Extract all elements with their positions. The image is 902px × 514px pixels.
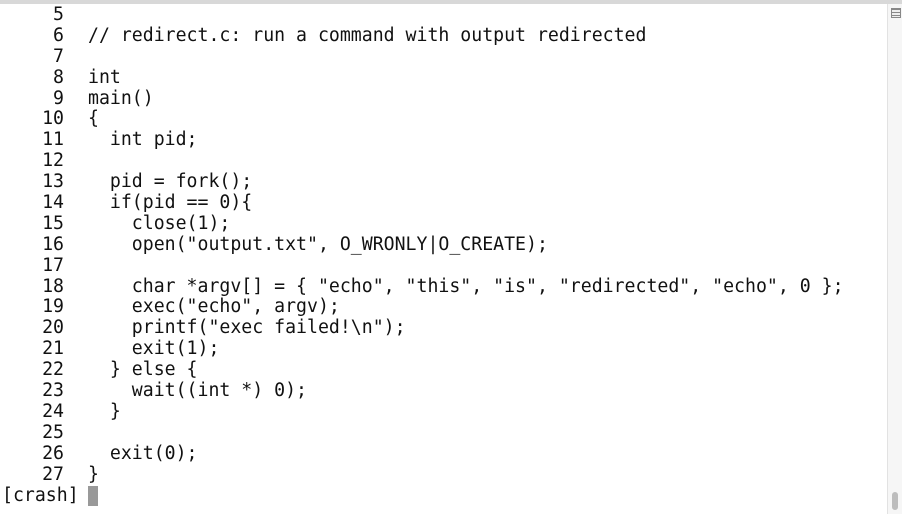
shell-prompt-line[interactable]: [crash] bbox=[0, 485, 888, 507]
line-code: } bbox=[88, 463, 99, 485]
line-code: char *argv[] = { "echo", "this", "is", "… bbox=[88, 275, 844, 297]
line-number: 14 bbox=[42, 192, 64, 214]
code-line: 15 close(1); bbox=[0, 212, 888, 235]
code-line: 25 bbox=[0, 421, 888, 444]
code-line: 18 char *argv[] = { "echo", "this", "is"… bbox=[0, 275, 888, 298]
scrollbar-thumb[interactable] bbox=[892, 492, 898, 510]
line-number: 10 bbox=[42, 108, 64, 130]
line-number: 21 bbox=[42, 338, 64, 360]
line-code: pid = fork(); bbox=[88, 171, 253, 193]
line-number: 11 bbox=[42, 129, 64, 151]
line-number: 9 bbox=[53, 87, 64, 109]
line-code: { bbox=[88, 108, 99, 130]
scrollbar-menu-icon[interactable] bbox=[891, 8, 901, 18]
code-line: 16 open("output.txt", O_WRONLY|O_CREATE)… bbox=[0, 233, 888, 256]
line-code: open("output.txt", O_WRONLY|O_CREATE); bbox=[88, 233, 548, 255]
line-number: 12 bbox=[42, 150, 64, 172]
line-code: // redirect.c: run a command with output… bbox=[88, 24, 647, 46]
code-line: 13 pid = fork(); bbox=[0, 171, 888, 193]
line-number: 15 bbox=[42, 212, 64, 234]
scrollbar[interactable] bbox=[887, 4, 902, 514]
line-number: 13 bbox=[42, 171, 64, 193]
code-line: 24 } bbox=[0, 400, 888, 423]
code-line: 17 bbox=[0, 254, 888, 277]
code-line: 5 bbox=[0, 4, 888, 26]
line-code: exec("echo", argv); bbox=[88, 296, 340, 318]
line-code: exit(0); bbox=[88, 442, 198, 464]
line-code: printf("exec failed!\n"); bbox=[88, 317, 406, 339]
line-number: 16 bbox=[42, 233, 64, 255]
code-line: 8 int bbox=[0, 66, 888, 89]
line-code: if(pid == 0){ bbox=[88, 192, 253, 214]
line-number: 27 bbox=[42, 463, 64, 485]
code-line: 9 main() bbox=[0, 87, 888, 110]
line-code: main() bbox=[88, 87, 154, 109]
code-line: 7 bbox=[0, 45, 888, 68]
line-number: 20 bbox=[42, 317, 64, 339]
code-line: 22 } else { bbox=[0, 359, 888, 381]
line-number: 18 bbox=[42, 275, 64, 297]
line-code: close(1); bbox=[88, 212, 231, 234]
code-line: 26 exit(0); bbox=[0, 442, 888, 465]
line-code: wait((int *) 0); bbox=[88, 380, 307, 402]
line-code: exit(1); bbox=[88, 338, 220, 360]
code-line: 20 printf("exec failed!\n"); bbox=[0, 317, 888, 339]
code-line: 6 // redirect.c: run a command with outpu… bbox=[0, 24, 888, 47]
line-number: 24 bbox=[42, 400, 64, 422]
line-code: int bbox=[88, 66, 121, 88]
line-number: 23 bbox=[42, 380, 64, 402]
line-number: 5 bbox=[53, 4, 64, 25]
line-number: 25 bbox=[42, 421, 64, 443]
line-code: } else { bbox=[88, 359, 198, 381]
code-line: 23 wait((int *) 0); bbox=[0, 380, 888, 402]
line-number: 8 bbox=[53, 66, 64, 88]
line-number: 26 bbox=[42, 442, 64, 464]
line-code: } bbox=[88, 400, 121, 422]
line-number: 17 bbox=[42, 254, 64, 276]
code-line: 27} bbox=[0, 463, 888, 486]
code-line: 21 exit(1); bbox=[0, 338, 888, 360]
code-line: 11 int pid; bbox=[0, 129, 888, 151]
text-cursor bbox=[88, 486, 98, 507]
window-top-border bbox=[0, 0, 902, 4]
line-number: 19 bbox=[42, 296, 64, 318]
code-line: 10 { bbox=[0, 109, 888, 130]
code-line: 19 exec("echo", argv); bbox=[0, 297, 888, 318]
shell-prompt: [crash] bbox=[2, 485, 79, 507]
line-code: int pid; bbox=[88, 129, 198, 151]
line-number: 22 bbox=[42, 359, 64, 381]
code-line: 12 bbox=[0, 150, 888, 172]
code-line: 14 if(pid == 0){ bbox=[0, 192, 888, 214]
line-number: 6 bbox=[53, 24, 64, 46]
line-number: 7 bbox=[53, 45, 64, 67]
